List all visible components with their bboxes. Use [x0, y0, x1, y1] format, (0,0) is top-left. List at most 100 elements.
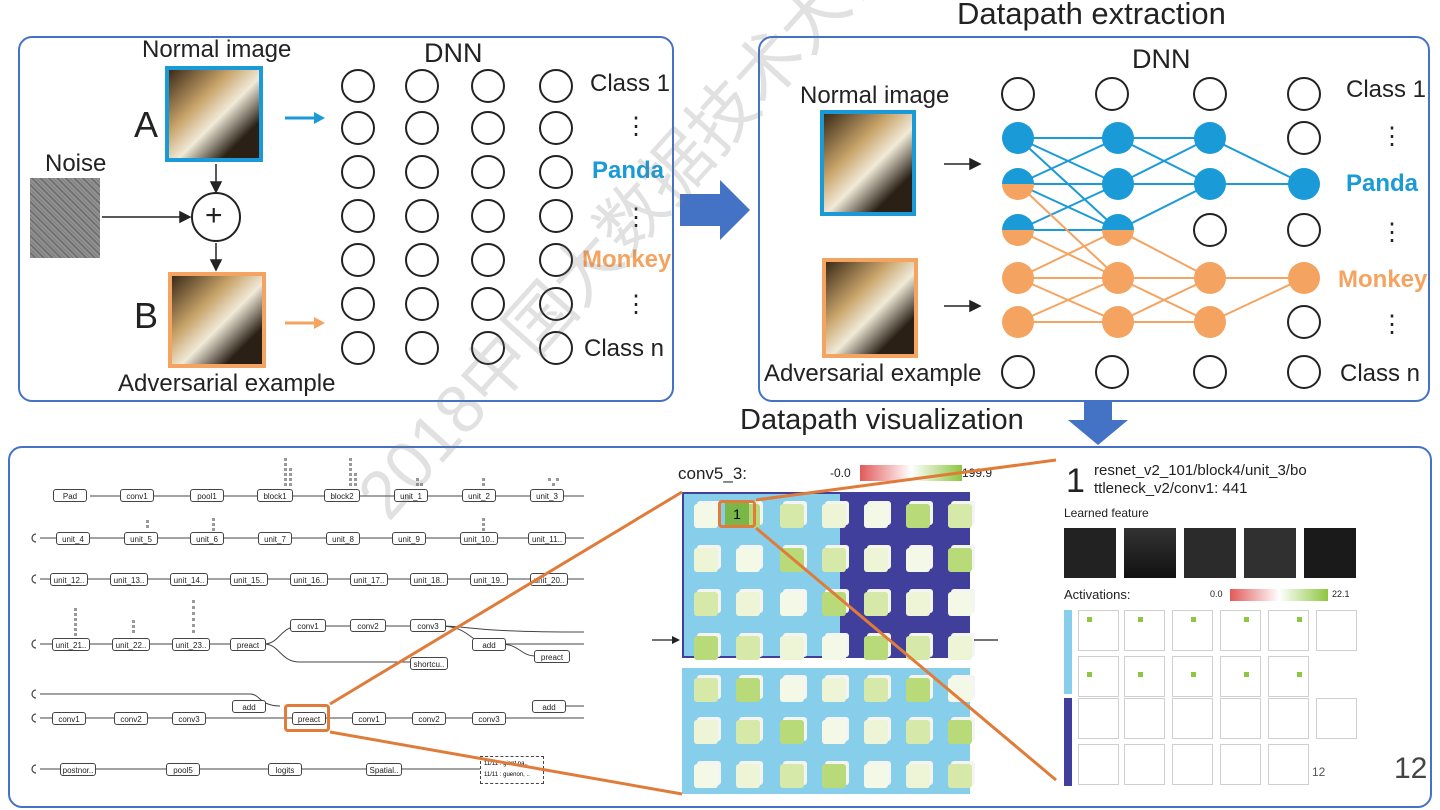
graph-node[interactable]: add	[532, 700, 566, 713]
graph-node[interactable]: unit_9	[392, 532, 426, 545]
graph-node[interactable]: shortcu..	[410, 657, 448, 670]
activation-cell[interactable]	[1268, 656, 1309, 697]
feature-map-square[interactable]	[948, 592, 972, 616]
graph-node[interactable]: unit_11..	[528, 532, 566, 545]
feature-map-square[interactable]	[694, 504, 718, 528]
graph-node[interactable]: Pad	[53, 489, 87, 502]
graph-node[interactable]: pool5	[166, 763, 200, 776]
graph-node[interactable]: unit_17..	[350, 573, 388, 586]
feature-map-square[interactable]	[736, 548, 760, 572]
graph-node[interactable]: conv1	[290, 619, 326, 632]
feature-map-square[interactable]	[736, 764, 760, 788]
activation-cell[interactable]	[1316, 610, 1357, 651]
graph-node[interactable]: preact	[230, 638, 266, 651]
activation-cell[interactable]	[1172, 610, 1213, 651]
feature-map-square[interactable]	[780, 678, 804, 702]
activation-cell[interactable]	[1316, 698, 1357, 739]
graph-node[interactable]: conv3	[410, 619, 446, 632]
graph-node[interactable]: unit_3	[530, 489, 564, 502]
selected-feature-map[interactable]	[718, 500, 756, 528]
feature-map-square[interactable]	[948, 504, 972, 528]
activation-cell[interactable]	[1220, 610, 1261, 651]
graph-node[interactable]: conv1	[52, 712, 86, 725]
feature-map-square[interactable]	[906, 504, 930, 528]
feature-map-square[interactable]	[822, 548, 846, 572]
activation-cell[interactable]	[1124, 744, 1165, 785]
graph-node[interactable]: add	[232, 700, 266, 713]
feature-map-square[interactable]	[694, 764, 718, 788]
graph-node[interactable]: unit_21..	[52, 638, 90, 651]
graph-node[interactable]: add	[472, 638, 506, 651]
feature-map-square[interactable]	[780, 764, 804, 788]
graph-node[interactable]: unit_15..	[230, 573, 268, 586]
feature-map-square[interactable]	[864, 548, 888, 572]
activation-cell[interactable]	[1124, 656, 1165, 697]
feature-map-square[interactable]	[864, 720, 888, 744]
graph-node[interactable]: preact	[534, 650, 570, 663]
feature-map-square[interactable]	[736, 720, 760, 744]
feature-map-square[interactable]	[864, 592, 888, 616]
activation-cell[interactable]	[1220, 744, 1261, 785]
activation-cell[interactable]	[1172, 698, 1213, 739]
graph-node[interactable]: unit_6	[190, 532, 224, 545]
graph-node[interactable]: unit_2	[462, 489, 496, 502]
graph-node[interactable]: conv1	[352, 712, 386, 725]
graph-node[interactable]: unit_8	[326, 532, 360, 545]
graph-node[interactable]: conv3	[472, 712, 506, 725]
graph-node[interactable]: conv2	[350, 619, 386, 632]
graph-node[interactable]: unit_1	[394, 489, 428, 502]
activation-cell[interactable]	[1268, 610, 1309, 651]
graph-node[interactable]: unit_5	[124, 532, 158, 545]
graph-node[interactable]: unit_7	[258, 532, 292, 545]
graph-node[interactable]: unit_13..	[110, 573, 148, 586]
feature-map-square[interactable]	[906, 678, 930, 702]
graph-node[interactable]: block2	[324, 489, 360, 502]
activation-cell[interactable]	[1220, 656, 1261, 697]
feature-map-square[interactable]	[780, 720, 804, 744]
feature-map-square[interactable]	[822, 504, 846, 528]
feature-map-square[interactable]	[948, 548, 972, 572]
graph-node[interactable]: unit_12..	[50, 573, 88, 586]
graph-node[interactable]: pool1	[190, 489, 224, 502]
feature-map-square[interactable]	[864, 636, 888, 660]
activation-cell[interactable]	[1124, 698, 1165, 739]
activation-cell[interactable]	[1268, 744, 1309, 785]
feature-map-square[interactable]	[822, 592, 846, 616]
graph-node[interactable]: unit_16..	[290, 573, 328, 586]
activation-cell[interactable]	[1078, 610, 1119, 651]
feature-map-square[interactable]	[736, 678, 760, 702]
feature-map-square[interactable]	[864, 764, 888, 788]
graph-node[interactable]: conv1	[120, 489, 154, 502]
activation-cell[interactable]	[1078, 698, 1119, 739]
graph-node[interactable]: conv2	[114, 712, 148, 725]
feature-map-square[interactable]	[694, 678, 718, 702]
activation-cell[interactable]	[1078, 656, 1119, 697]
feature-map-square[interactable]	[822, 678, 846, 702]
graph-node[interactable]: unit_23..	[172, 638, 210, 651]
feature-map-square[interactable]	[906, 720, 930, 744]
activation-cell[interactable]	[1220, 698, 1261, 739]
feature-map-square[interactable]	[948, 764, 972, 788]
graph-node[interactable]: unit_4	[56, 532, 90, 545]
feature-map-square[interactable]	[694, 636, 718, 660]
graph-node[interactable]: conv3	[172, 712, 206, 725]
graph-node[interactable]: unit_19..	[470, 573, 508, 586]
feature-map-square[interactable]	[694, 548, 718, 572]
feature-map-square[interactable]	[736, 592, 760, 616]
feature-map-square[interactable]	[906, 764, 930, 788]
activation-cell[interactable]	[1172, 744, 1213, 785]
feature-map-square[interactable]	[694, 720, 718, 744]
activation-cell[interactable]	[1124, 610, 1165, 651]
feature-map-square[interactable]	[736, 636, 760, 660]
graph-node[interactable]: unit_10..	[460, 532, 498, 545]
graph-node[interactable]: postnor..	[60, 763, 96, 776]
graph-node[interactable]: block1	[257, 489, 293, 502]
activation-cell[interactable]	[1172, 656, 1213, 697]
feature-map-square[interactable]	[780, 636, 804, 660]
selected-feature-square[interactable]: 1	[725, 503, 749, 525]
graph-node[interactable]: unit_14..	[170, 573, 208, 586]
activation-cell[interactable]	[1268, 698, 1309, 739]
feature-map-square[interactable]	[822, 720, 846, 744]
feature-map-square[interactable]	[864, 678, 888, 702]
graph-node[interactable]: unit_22..	[112, 638, 150, 651]
